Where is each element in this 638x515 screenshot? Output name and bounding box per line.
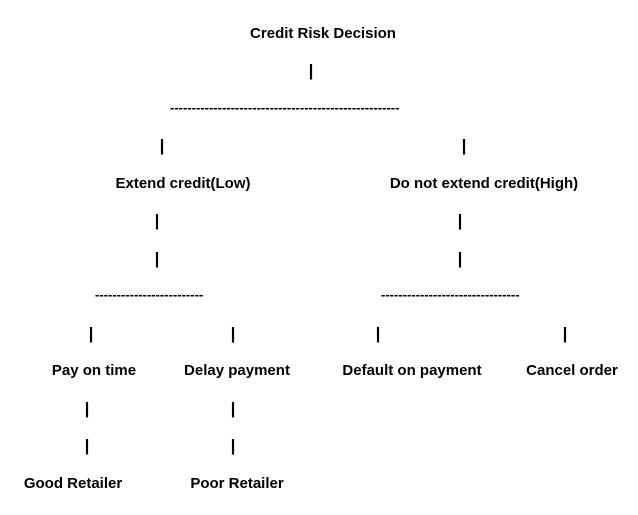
right-branch-connector: | [461, 136, 467, 155]
cancel-order-connector: | [562, 324, 568, 343]
node-cancel-order: Cancel order [526, 362, 618, 379]
left-connector-2: | [154, 249, 160, 268]
poor-retailer-connector-1: | [230, 399, 236, 418]
pay-on-time-connector: | [88, 324, 94, 343]
good-retailer-connector-2: | [84, 436, 90, 455]
node-default-on-payment: Default on payment [342, 362, 482, 379]
left-branch-connector: | [159, 136, 165, 155]
good-retailer-connector-1: | [84, 399, 90, 418]
node-do-not-extend-credit: Do not extend credit(High) [389, 175, 579, 192]
left-connector-1: | [154, 211, 160, 230]
outcome-good-retailer: Good Retailer [23, 475, 123, 492]
root-connector: | [308, 61, 314, 80]
right-split-line: -------------------------------- [381, 288, 520, 302]
outcome-poor-retailer: Poor Retailer [190, 475, 284, 492]
poor-retailer-connector-2: | [230, 436, 236, 455]
root-split-line: ----------------------------------------… [170, 101, 400, 115]
right-connector-2: | [457, 249, 463, 268]
root-node: Credit Risk Decision [250, 25, 396, 42]
delay-payment-connector: | [230, 324, 236, 343]
node-extend-credit: Extend credit(Low) [115, 175, 251, 192]
right-connector-1: | [457, 211, 463, 230]
default-payment-connector: | [375, 324, 381, 343]
left-split-line: ------------------------- [95, 288, 204, 302]
node-delay-payment: Delay payment [184, 362, 290, 379]
node-pay-on-time: Pay on time [51, 362, 137, 379]
